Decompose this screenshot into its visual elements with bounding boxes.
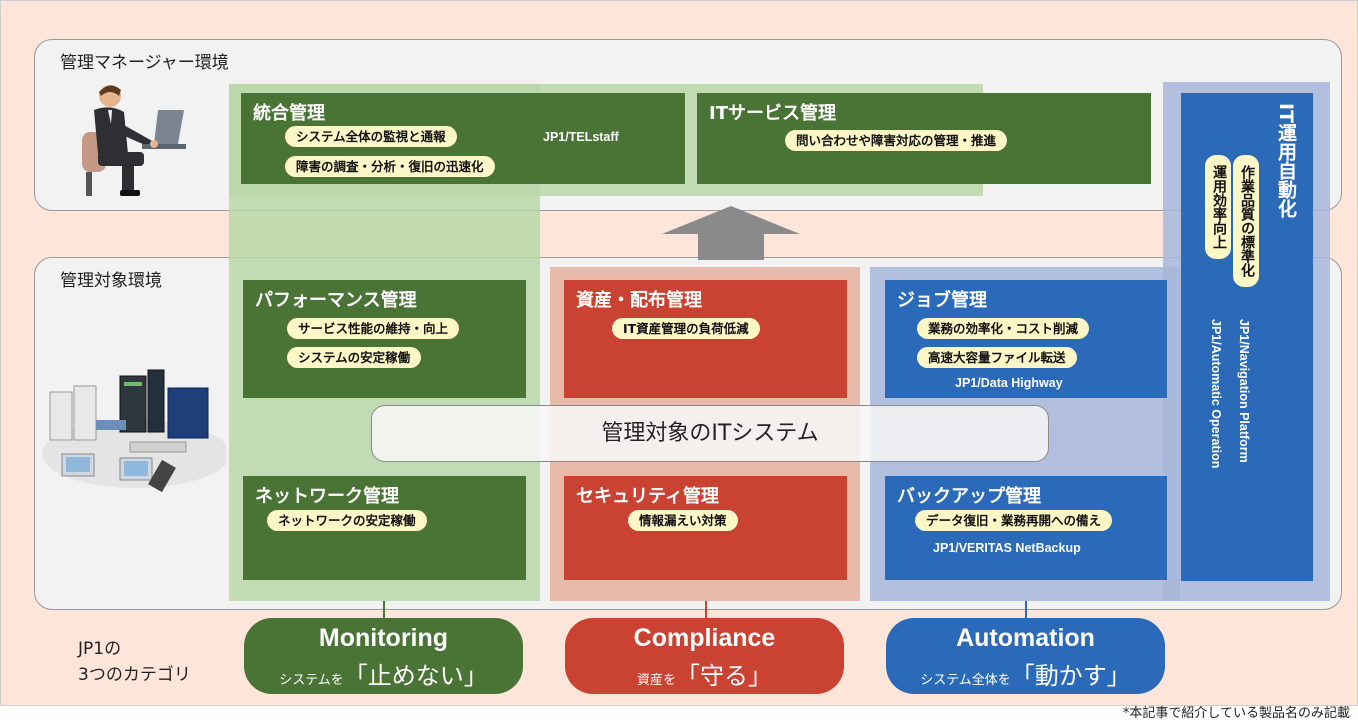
performance-item: システムの安定稼働	[287, 347, 422, 368]
monitoring-category: Monitoring システムを「止めない」	[244, 618, 523, 694]
target-environment-label: 管理対象環境	[60, 271, 162, 291]
integrated-management-title: 統合管理	[253, 103, 325, 124]
asset-item: IT資産管理の負荷低減	[612, 318, 760, 339]
monitoring-connector	[383, 601, 385, 619]
category-sub-prefix: 資産を	[636, 673, 676, 688]
category-subtitle: システム全体を「動かす」	[886, 656, 1165, 691]
category-subtitle: システムを「止めない」	[244, 656, 523, 691]
categories-label-line: 3つのカテゴリ	[78, 665, 191, 685]
servers-illustration-icon	[42, 369, 226, 493]
compliance-category: Compliance 資産を「守る」	[565, 618, 844, 694]
backup-item: データ復旧・業務再開への備え	[915, 510, 1113, 531]
integrated-item: 障害の調査・分析・復旧の迅速化	[285, 156, 495, 177]
job-management-box: ジョブ管理 業務の効率化・コスト削減 高速大容量ファイル転送 JP1/Data …	[885, 280, 1167, 398]
category-name: Monitoring	[318, 624, 449, 652]
category-name: Compliance	[633, 624, 776, 652]
integrated-management-box: 統合管理 システム全体の監視と通報 JP1/TELstaff 障害の調査・分析・…	[241, 93, 685, 184]
automation-item: 運用効率向上	[1205, 155, 1231, 259]
categories-label: JP1の 3つのカテゴリ	[78, 636, 191, 688]
backup-product: JP1/VERITAS NetBackup	[933, 541, 1081, 555]
asset-management-box: 資産・配布管理 IT資産管理の負荷低減	[564, 280, 847, 398]
compliance-connector	[705, 601, 707, 619]
asset-management-title: 資産・配布管理	[576, 290, 702, 311]
automation-product: JP1/Automatic Operation	[1209, 319, 1223, 469]
job-item: 業務の効率化・コスト削減	[917, 318, 1090, 339]
manager-environment-label: 管理マネージャー環境	[60, 53, 229, 73]
category-name: Automation	[956, 624, 1095, 652]
managed-it-system-label: 管理対象のITシステム	[371, 405, 1049, 462]
footnote: *本記事で紹介している製品名のみ記載	[1122, 706, 1350, 721]
security-management-title: セキュリティ管理	[576, 486, 719, 507]
job-item: 高速大容量ファイル転送	[917, 347, 1077, 368]
category-subtitle: 資産を「守る」	[565, 656, 844, 691]
up-arrow-icon	[662, 206, 800, 260]
network-management-title: ネットワーク管理	[255, 486, 399, 507]
integrated-product: JP1/TELstaff	[543, 130, 619, 144]
security-management-box: セキュリティ管理 情報漏えい対策	[564, 476, 847, 580]
category-sub-main: 「守る」	[676, 662, 772, 690]
it-automation-column: IT運用自動化 作業品質の標準化 運用効率向上 JP1/Navigation P…	[1181, 93, 1313, 581]
automation-item: 作業品質の標準化	[1233, 155, 1259, 287]
category-sub-main: 「動かす」	[1010, 662, 1131, 690]
category-sub-prefix: システムを	[279, 673, 344, 688]
itservice-management-box: ITサービス管理 問い合わせや障害対応の管理・推進	[697, 93, 1151, 184]
performance-management-title: パフォーマンス管理	[255, 290, 417, 311]
integrated-item: システム全体の監視と通報	[285, 126, 457, 147]
security-item: 情報漏えい対策	[628, 510, 738, 531]
automation-connector	[1025, 601, 1027, 619]
performance-item: サービス性能の維持・向上	[287, 318, 460, 339]
backup-management-box: バックアップ管理 データ復旧・業務再開への備え JP1/VERITAS NetB…	[885, 476, 1167, 580]
automation-product: JP1/Navigation Platform	[1237, 319, 1251, 463]
job-management-title: ジョブ管理	[897, 290, 987, 311]
itservice-management-title: ITサービス管理	[709, 103, 836, 124]
itservice-item: 問い合わせや障害対応の管理・推進	[785, 130, 1008, 151]
automation-category: Automation システム全体を「動かす」	[886, 618, 1165, 694]
category-sub-prefix: システム全体を	[920, 673, 1011, 688]
it-automation-title: IT運用自動化	[1275, 103, 1297, 219]
job-product: JP1/Data Highway	[955, 376, 1063, 390]
category-sub-main: 「止めない」	[343, 662, 488, 690]
performance-management-box: パフォーマンス管理 サービス性能の維持・向上 システムの安定稼働	[243, 280, 526, 398]
categories-label-line: JP1の	[78, 639, 122, 659]
backup-management-title: バックアップ管理	[897, 486, 1041, 507]
operator-person-icon	[82, 85, 186, 196]
network-management-box: ネットワーク管理 ネットワークの安定稼働	[243, 476, 526, 580]
network-item: ネットワークの安定稼働	[267, 510, 427, 531]
